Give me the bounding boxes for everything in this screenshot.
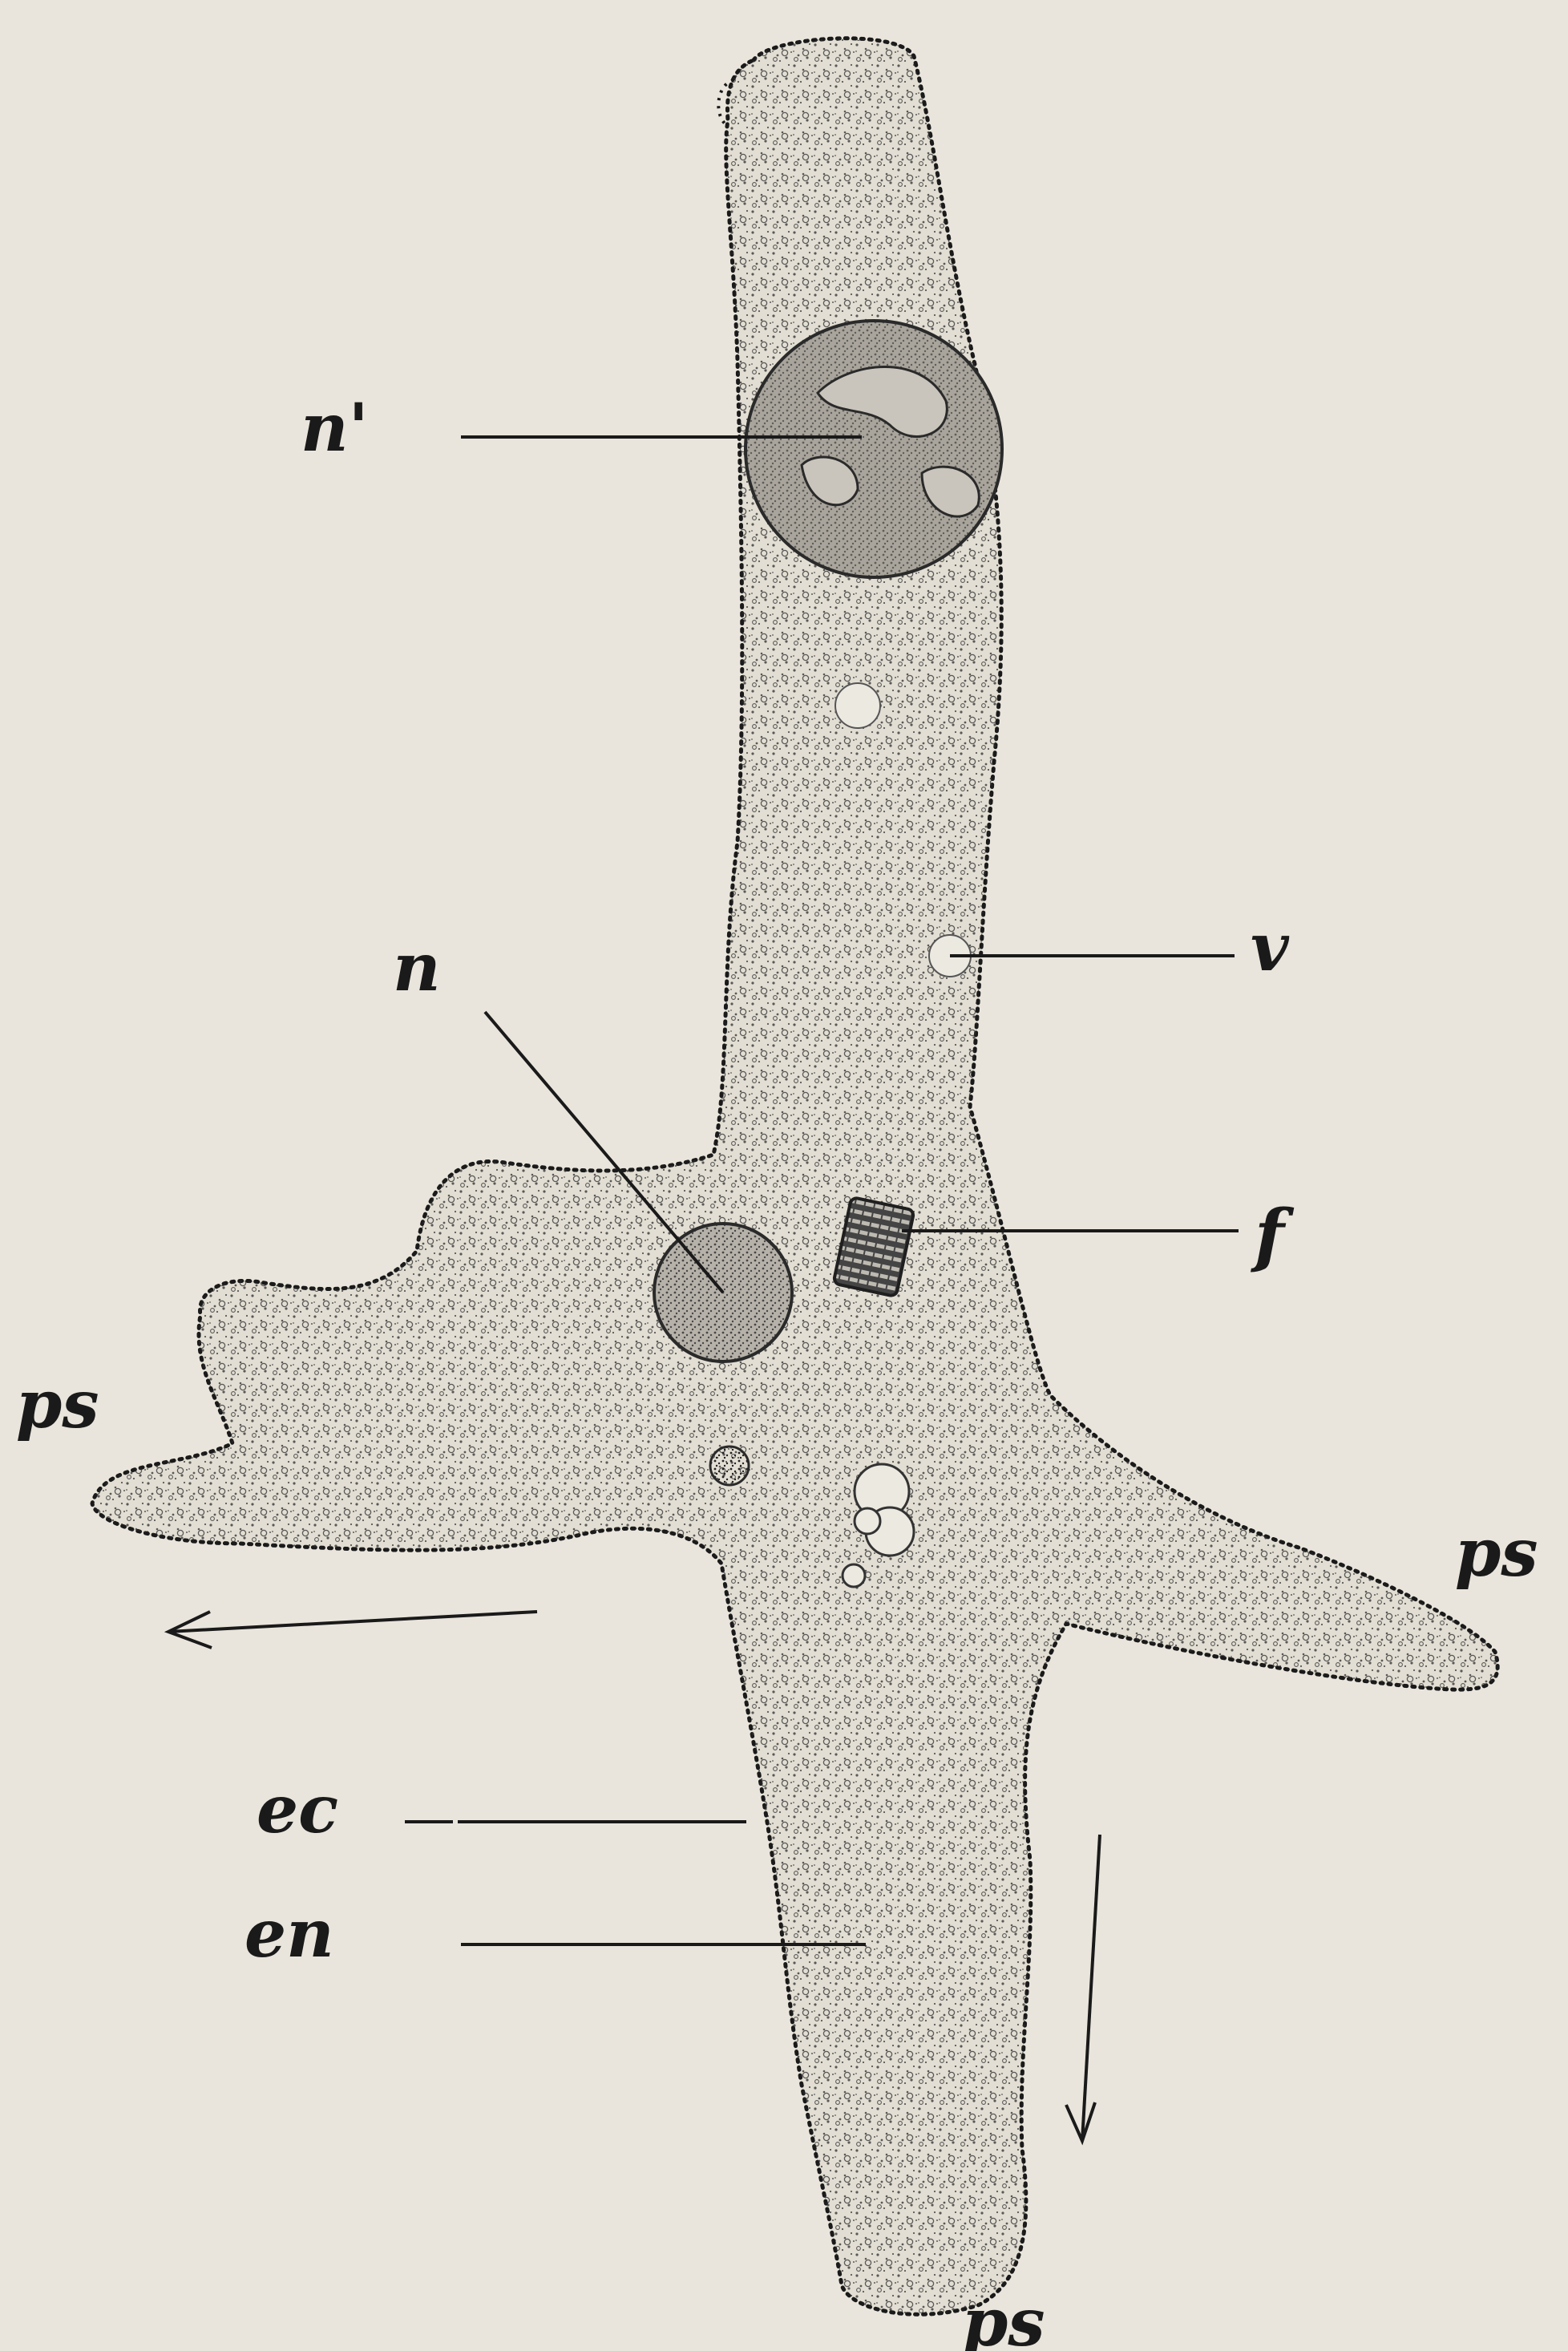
label-ps-right: ps	[1455, 1515, 1538, 1592]
label-n-prime: n'	[301, 390, 369, 467]
label-f: f	[1250, 1195, 1295, 1276]
label-ec: ec	[257, 1771, 338, 1848]
secondary-nucleus	[746, 321, 1002, 577]
label-en: en	[244, 1896, 334, 1973]
label-ps-left: ps	[16, 1366, 99, 1443]
granule	[710, 1447, 749, 1485]
label-ps-bottom: ps	[962, 2284, 1045, 2351]
arrow-down-shaft	[1082, 1835, 1100, 2141]
arrow-left-shaft	[168, 1612, 537, 1632]
label-n: n	[393, 929, 441, 1006]
label-v: v	[1251, 909, 1290, 986]
arrow-down-head	[1066, 2102, 1095, 2141]
